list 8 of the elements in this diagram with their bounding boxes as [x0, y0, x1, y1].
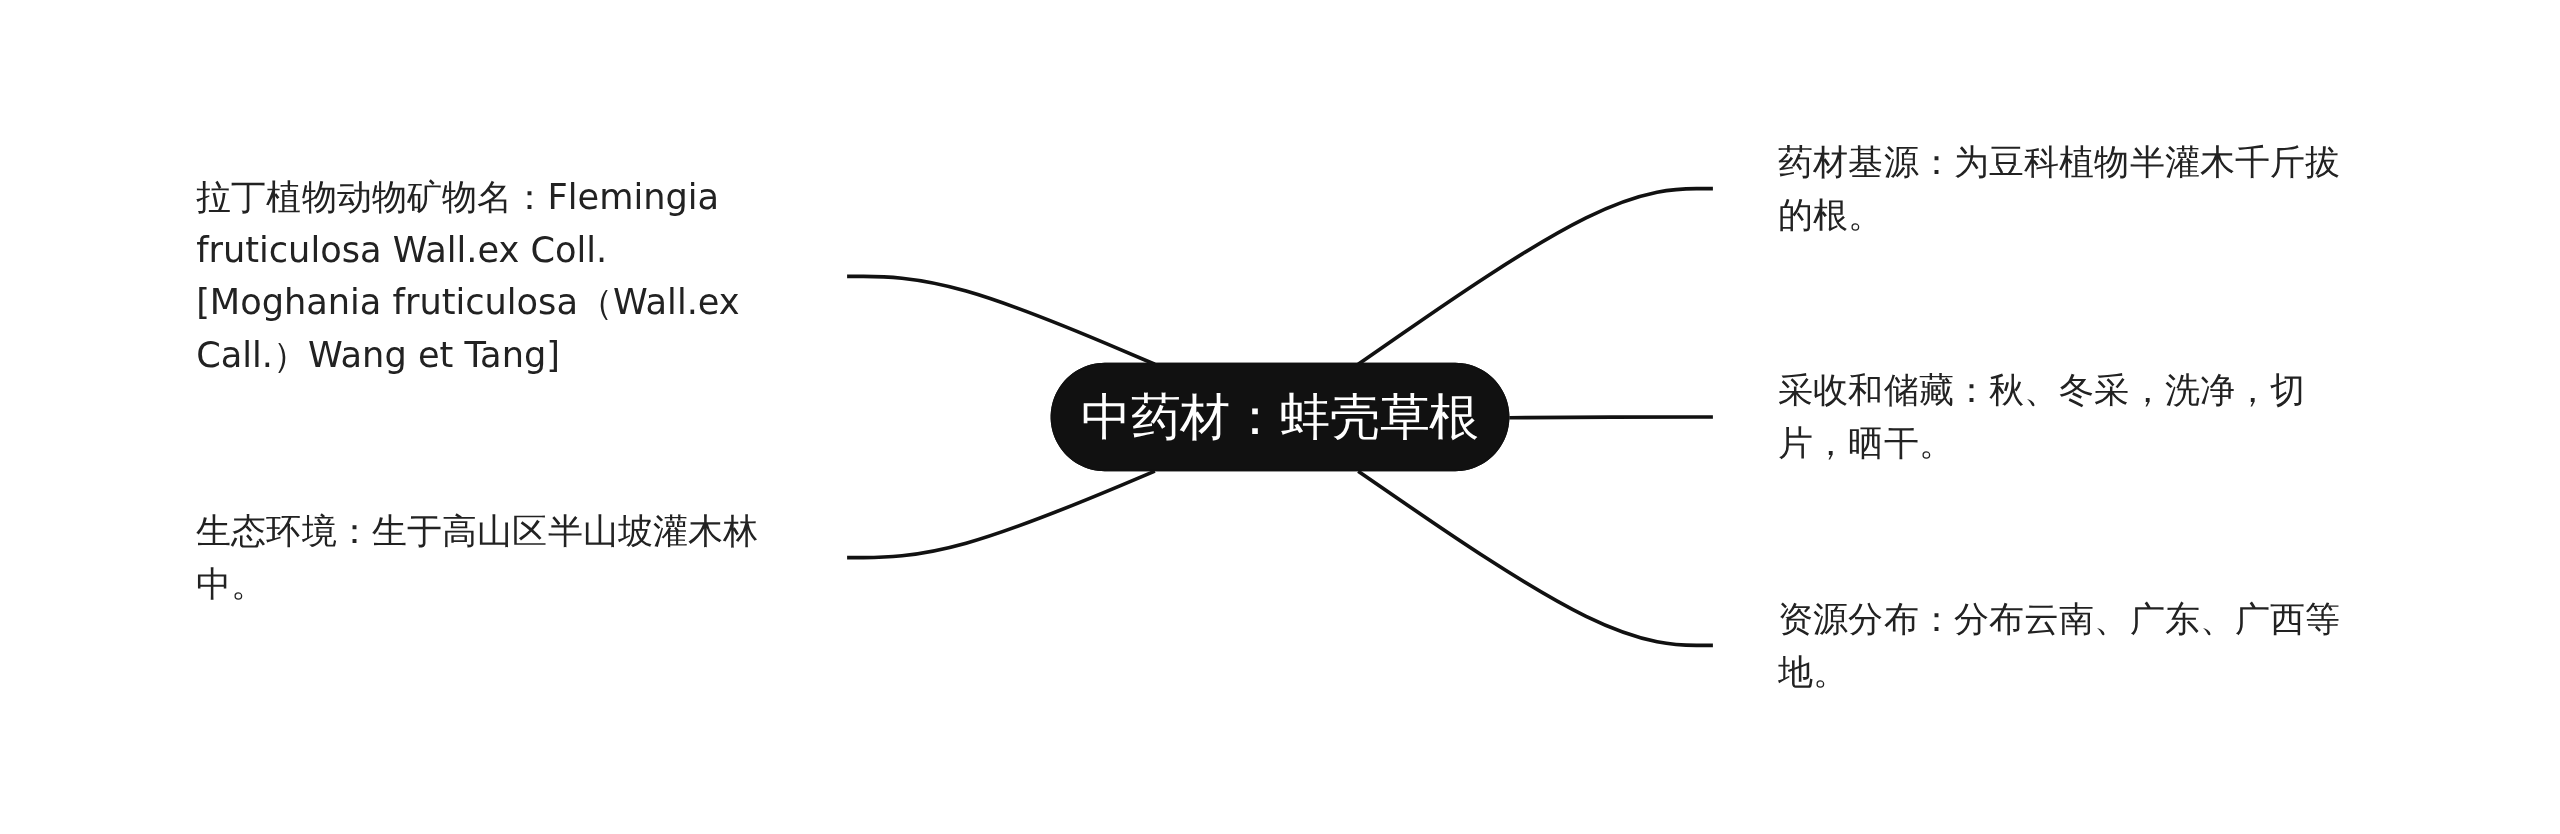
- node-text: 资源分布：分布云南、广东、广西等地。: [1778, 598, 2341, 693]
- connector: [846, 469, 1156, 560]
- node-text: 生态环境：生于高山区半山坡灌木林中。: [196, 510, 759, 605]
- connector: [1509, 415, 1714, 420]
- node-text: 采收和储藏：秋、冬采，洗净，切片，晒干。: [1778, 370, 2306, 464]
- node-text: 药材基源：为豆科植物半灌木千斤拔的根。: [1778, 141, 2341, 236]
- node-text: 拉丁植物动物矿物名：Flemingia fruticulosa Wall.ex Coll.[Moghania fruticulosa（Wall.ex Call.）Wang et Tang]: [196, 176, 740, 376]
- connector: [1357, 469, 1714, 648]
